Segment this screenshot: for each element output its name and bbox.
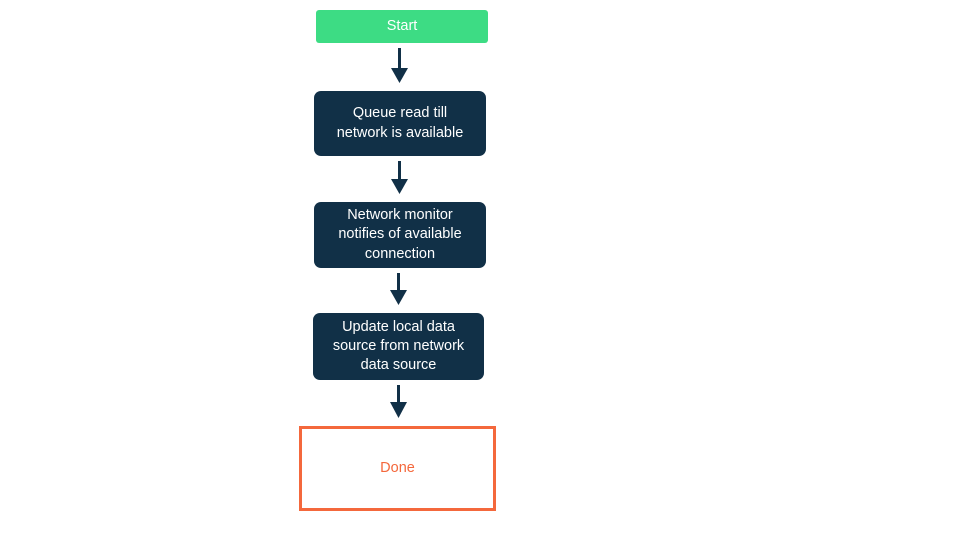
- flow-node-done[interactable]: Done: [299, 426, 496, 511]
- flow-node-network-monitor[interactable]: Network monitor notifies of available co…: [314, 202, 486, 268]
- arrow-update-local-to-done: [390, 385, 407, 418]
- arrow-network-monitor-to-update-local: [390, 273, 407, 305]
- flow-node-start[interactable]: Start: [316, 10, 488, 43]
- flow-node-network-monitor-label: Network monitor notifies of available co…: [338, 207, 462, 262]
- flow-node-start-label: Start: [386, 17, 418, 34]
- flow-node-queue-read-label: Queue read till network is available: [336, 105, 464, 141]
- arrow-queue-read-to-network-monitor: [391, 161, 408, 194]
- flow-node-queue-read[interactable]: Queue read till network is available: [314, 91, 486, 156]
- arrow-start-to-queue-read: [391, 48, 408, 83]
- flow-node-update-local-label: Update local data source from network da…: [332, 318, 465, 374]
- flow-node-update-local[interactable]: Update local data source from network da…: [313, 313, 484, 380]
- flow-node-done-label: Done: [380, 459, 415, 476]
